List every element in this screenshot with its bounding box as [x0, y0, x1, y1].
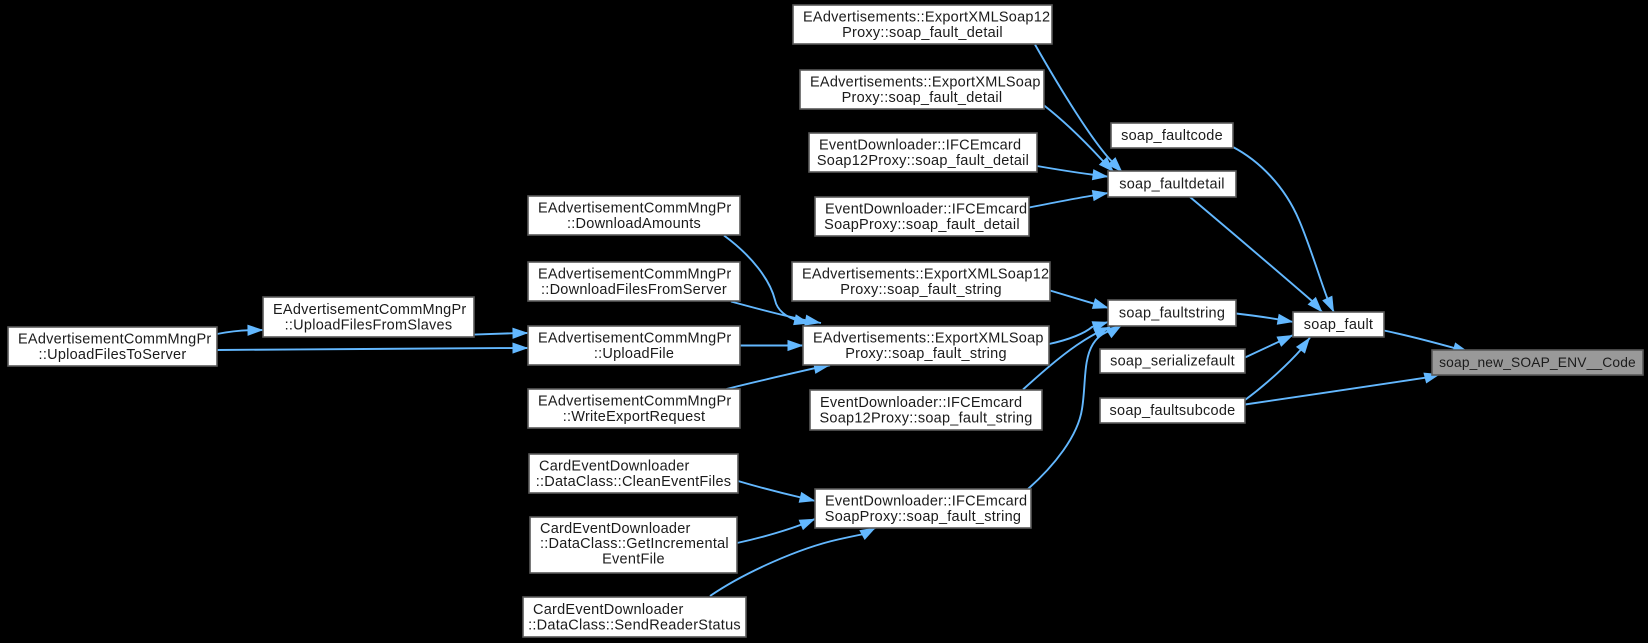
svg-text:::DownloadAmounts: ::DownloadAmounts: [567, 216, 701, 232]
svg-text:Soap12Proxy::soap_fault_string: Soap12Proxy::soap_fault_string: [819, 410, 1032, 426]
svg-text:EventFile: EventFile: [602, 552, 665, 568]
svg-text:EventDownloader::IFCEmcard: EventDownloader::IFCEmcard: [825, 494, 1027, 510]
svg-text:soap_serializefault: soap_serializefault: [1110, 354, 1235, 370]
svg-text:CardEventDownloader: CardEventDownloader: [540, 521, 691, 537]
svg-text:::DataClass::CleanEventFiles: ::DataClass::CleanEventFiles: [536, 474, 732, 490]
svg-text:soap_faultsubcode: soap_faultsubcode: [1110, 403, 1236, 419]
svg-text:CardEventDownloader: CardEventDownloader: [533, 602, 684, 618]
svg-text:EAdvertisements::ExportXMLSoap: EAdvertisements::ExportXMLSoap12: [803, 10, 1050, 26]
svg-text:::WriteExportRequest: ::WriteExportRequest: [563, 409, 706, 425]
svg-text:::UploadFile: ::UploadFile: [594, 346, 674, 362]
svg-text:EAdvertisementCommMngPr: EAdvertisementCommMngPr: [273, 302, 467, 318]
svg-text:EAdvertisementCommMngPr: EAdvertisementCommMngPr: [538, 201, 732, 217]
svg-text:Proxy::soap_fault_detail: Proxy::soap_fault_detail: [842, 90, 1003, 106]
svg-text:Soap12Proxy::soap_fault_detail: Soap12Proxy::soap_fault_detail: [817, 153, 1029, 169]
svg-text:EventDownloader::IFCEmcard: EventDownloader::IFCEmcard: [825, 202, 1027, 218]
svg-text:EAdvertisements::ExportXMLSoap: EAdvertisements::ExportXMLSoap12: [802, 267, 1049, 283]
svg-text:EAdvertisementCommMngPr: EAdvertisementCommMngPr: [538, 394, 732, 410]
svg-text:::UploadFilesToServer: ::UploadFilesToServer: [39, 347, 187, 363]
svg-text:EAdvertisementCommMngPr: EAdvertisementCommMngPr: [18, 332, 212, 348]
svg-text:SoapProxy::soap_fault_detail: SoapProxy::soap_fault_detail: [824, 217, 1020, 233]
svg-text:EventDownloader::IFCEmcard: EventDownloader::IFCEmcard: [820, 395, 1022, 411]
svg-text:EAdvertisementCommMngPr: EAdvertisementCommMngPr: [538, 267, 732, 283]
svg-text:EAdvertisementCommMngPr: EAdvertisementCommMngPr: [538, 331, 732, 347]
svg-text:soap_fault: soap_fault: [1304, 317, 1373, 333]
svg-text:Proxy::soap_fault_string: Proxy::soap_fault_string: [845, 346, 1007, 362]
svg-text:Proxy::soap_fault_detail: Proxy::soap_fault_detail: [842, 25, 1003, 41]
svg-text:::UploadFilesFromSlaves: ::UploadFilesFromSlaves: [285, 317, 453, 333]
svg-text:EAdvertisements::ExportXMLSoap: EAdvertisements::ExportXMLSoap: [813, 331, 1044, 347]
svg-text:::DownloadFilesFromServer: ::DownloadFilesFromServer: [541, 282, 727, 298]
svg-text:::DataClass::SendReaderStatus: ::DataClass::SendReaderStatus: [528, 617, 741, 633]
svg-text:Proxy::soap_fault_string: Proxy::soap_fault_string: [840, 282, 1002, 298]
svg-text:soap_faultstring: soap_faultstring: [1119, 306, 1225, 322]
svg-text:soap_faultcode: soap_faultcode: [1121, 128, 1223, 144]
svg-text:CardEventDownloader: CardEventDownloader: [539, 459, 690, 475]
svg-text:soap_new_SOAP_ENV__Code: soap_new_SOAP_ENV__Code: [1439, 355, 1636, 370]
svg-text:soap_faultdetail: soap_faultdetail: [1119, 177, 1225, 193]
svg-text:EAdvertisements::ExportXMLSoap: EAdvertisements::ExportXMLSoap: [810, 75, 1041, 91]
svg-text:::DataClass::GetIncremental: ::DataClass::GetIncremental: [540, 536, 729, 552]
svg-text:SoapProxy::soap_fault_string: SoapProxy::soap_fault_string: [825, 509, 1021, 525]
svg-text:EventDownloader::IFCEmcard: EventDownloader::IFCEmcard: [819, 138, 1021, 154]
